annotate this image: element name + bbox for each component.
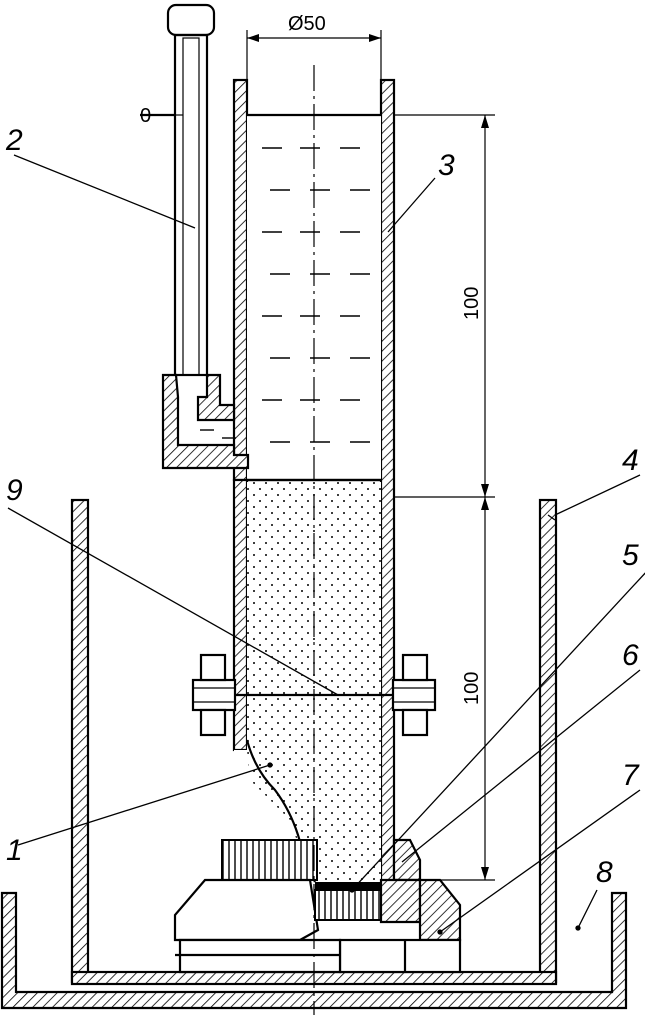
label-6: 6 (622, 639, 639, 672)
label-8: 8 (596, 856, 613, 889)
bottom-fittings (173, 838, 462, 974)
label-3: 3 (438, 149, 455, 182)
height-upper-text: 100 (461, 287, 483, 320)
label-9: 9 (6, 474, 23, 507)
piezometer (140, 3, 250, 470)
label-7: 7 (622, 759, 640, 792)
diameter-dimension (246, 30, 382, 80)
label-2: 2 (5, 124, 23, 157)
height-dimensions (394, 114, 495, 881)
label-1: 1 (6, 834, 23, 867)
label-4: 4 (622, 444, 639, 477)
leader-lines (7, 154, 645, 935)
base-tray (0, 891, 628, 1010)
water-dashes (200, 147, 370, 443)
diameter-text: Ø50 (288, 13, 326, 35)
sample-tube (232, 478, 381, 883)
height-lower-text: 100 (461, 672, 483, 705)
label-5: 5 (622, 539, 639, 572)
zero-mark: 0 (140, 105, 151, 127)
flange-bolts (191, 653, 437, 737)
